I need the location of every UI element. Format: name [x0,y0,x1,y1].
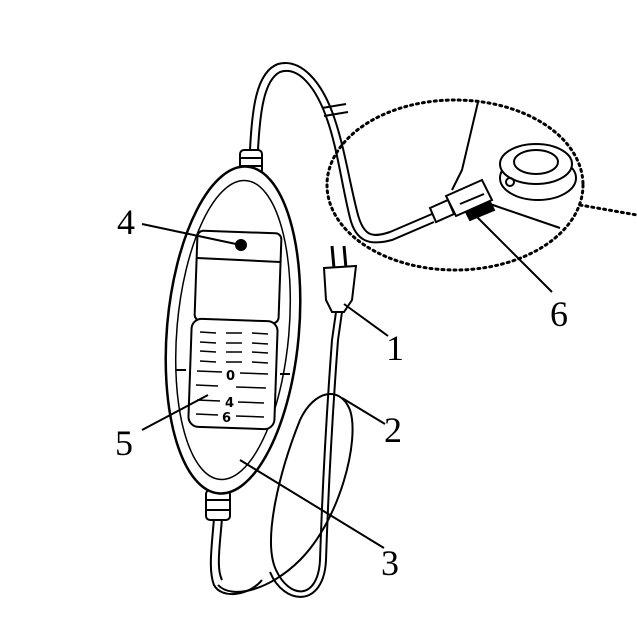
callout-3: 3 [381,543,399,583]
indicator-light [235,239,247,251]
slider-tick [195,413,219,416]
dial-mark-0: 0 [226,369,235,384]
callout-4: 4 [117,202,135,242]
slider-tick [251,342,269,345]
slider-tick [199,341,217,344]
slider-tick [196,399,221,402]
controller [164,149,302,521]
callout-1: 1 [386,328,404,368]
slider-tick [199,350,217,353]
slider-tick [251,332,269,335]
power-cord [217,339,354,598]
slider-tick [237,401,265,404]
dial-mark-4: 4 [225,396,234,411]
dial-mark-6: 6 [222,411,231,426]
plug [322,245,358,341]
connector [428,101,561,229]
callout-2: 2 [384,410,402,450]
leader-lines [141,213,553,549]
slider-tick [251,361,269,364]
slider-tick [195,384,219,387]
slider-tick [199,360,217,363]
slider-tick [196,370,223,373]
slider-tick [235,386,267,389]
slider-tick [239,372,269,375]
slider-tick [251,351,269,354]
slider-tick [235,415,265,418]
detail-zoom-circle [325,98,637,272]
upper-cable [249,62,435,244]
callout-5: 5 [115,423,133,463]
sensor-puck [499,143,577,201]
setting-slider [187,317,279,431]
slider-tick [199,331,217,334]
callout-6: 6 [550,294,568,334]
lower-cable [209,517,263,596]
